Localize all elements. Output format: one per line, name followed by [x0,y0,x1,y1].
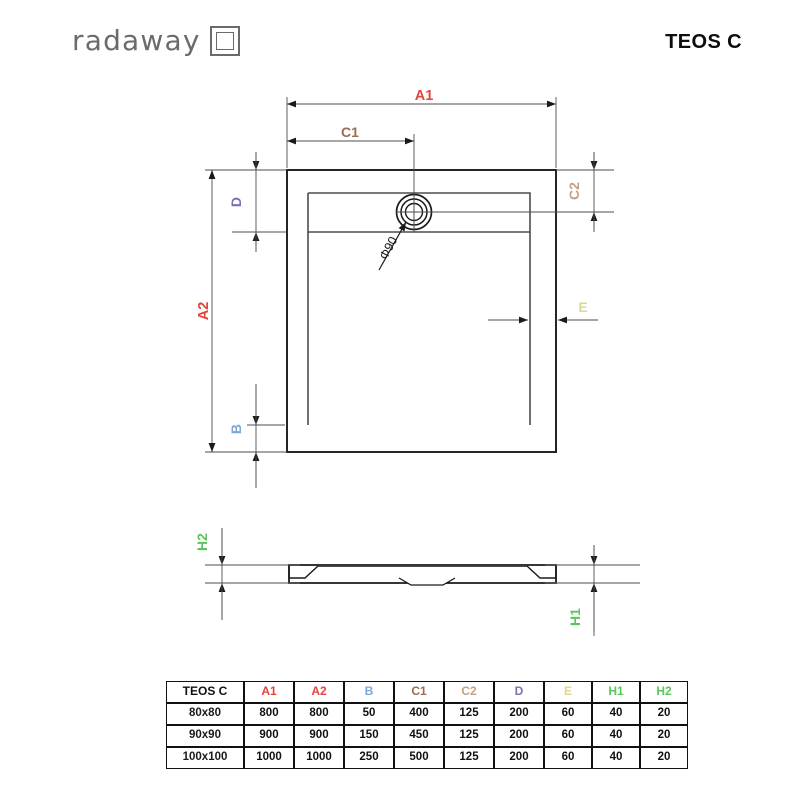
table-cell: 1000 [244,747,294,769]
table-header-cell: H2 [640,681,688,703]
table-row: 80x80 800 800 50 400 125 200 60 40 20 [166,703,688,725]
technical-drawing: Φ90 A1 C1 C2 [194,88,640,636]
label-c2: C2 [566,182,582,200]
label-a2: A2 [196,302,212,321]
table-cell: 900 [294,725,344,747]
table-header-cell: A2 [294,681,344,703]
table-cell: 500 [394,747,444,769]
dimension-b [247,384,285,488]
table-header-cell: H1 [592,681,640,703]
table-cell: 450 [394,725,444,747]
label-b: B [228,424,244,434]
table-header-cell: C1 [394,681,444,703]
drain-leader [378,221,407,271]
table-cell: 50 [344,703,394,725]
page-title: TEOS C [665,31,742,53]
table-cell: 800 [244,703,294,725]
table-cell: 400 [394,703,444,725]
table-header-cell: TEOS C [166,681,244,703]
label-d: D [228,197,244,207]
table-header-cell: B [344,681,394,703]
table-cell: 40 [592,747,640,769]
dimension-c2 [556,152,614,232]
table-cell: 1000 [294,747,344,769]
table-header-cell: D [494,681,544,703]
table-cell: 125 [444,747,494,769]
row-label: 100x100 [166,747,244,769]
table-cell: 40 [592,725,640,747]
label-a1: A1 [415,88,434,104]
table-cell: 800 [294,703,344,725]
row-label: 90x90 [166,725,244,747]
table-cell: 20 [640,747,688,769]
table-cell: 900 [244,725,294,747]
label-e: E [578,299,587,315]
brand-logo: radaway [72,26,240,56]
table-cell: 200 [494,747,544,769]
table-header-cell: A1 [244,681,294,703]
label-h1: H1 [567,608,583,626]
square-logo-icon [209,26,240,56]
row-label: 80x80 [166,703,244,725]
brand-name: radaway [72,24,201,57]
table-cell: 150 [344,725,394,747]
table-cell: 60 [544,747,592,769]
table-header-row: TEOS C A1 A2 B C1 C2 D E H1 H2 [166,681,688,703]
table-cell: 20 [640,703,688,725]
table-header-cell: C2 [444,681,494,703]
table-cell: 200 [494,703,544,725]
table-row: 100x100 1000 1000 250 500 125 200 60 40 … [166,747,688,769]
side-elevation-profile [288,564,557,586]
dimension-c1 [287,134,415,192]
label-h2: H2 [194,533,210,551]
table-cell: 200 [494,725,544,747]
table-cell: 60 [544,703,592,725]
table-row: 90x90 900 900 150 450 125 200 60 40 20 [166,725,688,747]
label-c1: C1 [341,124,359,140]
table-cell: 60 [544,725,592,747]
table-cell: 125 [444,725,494,747]
dimension-a2 [205,169,287,453]
specification-table: TEOS C A1 A2 B C1 C2 D E H1 H2 80x80 800… [166,681,688,769]
table-cell: 20 [640,725,688,747]
table-header-cell: E [544,681,592,703]
dimension-a1 [286,97,557,168]
table-cell: 125 [444,703,494,725]
table-cell: 250 [344,747,394,769]
drain-outlet-icon [395,192,556,232]
table-cell: 40 [592,703,640,725]
